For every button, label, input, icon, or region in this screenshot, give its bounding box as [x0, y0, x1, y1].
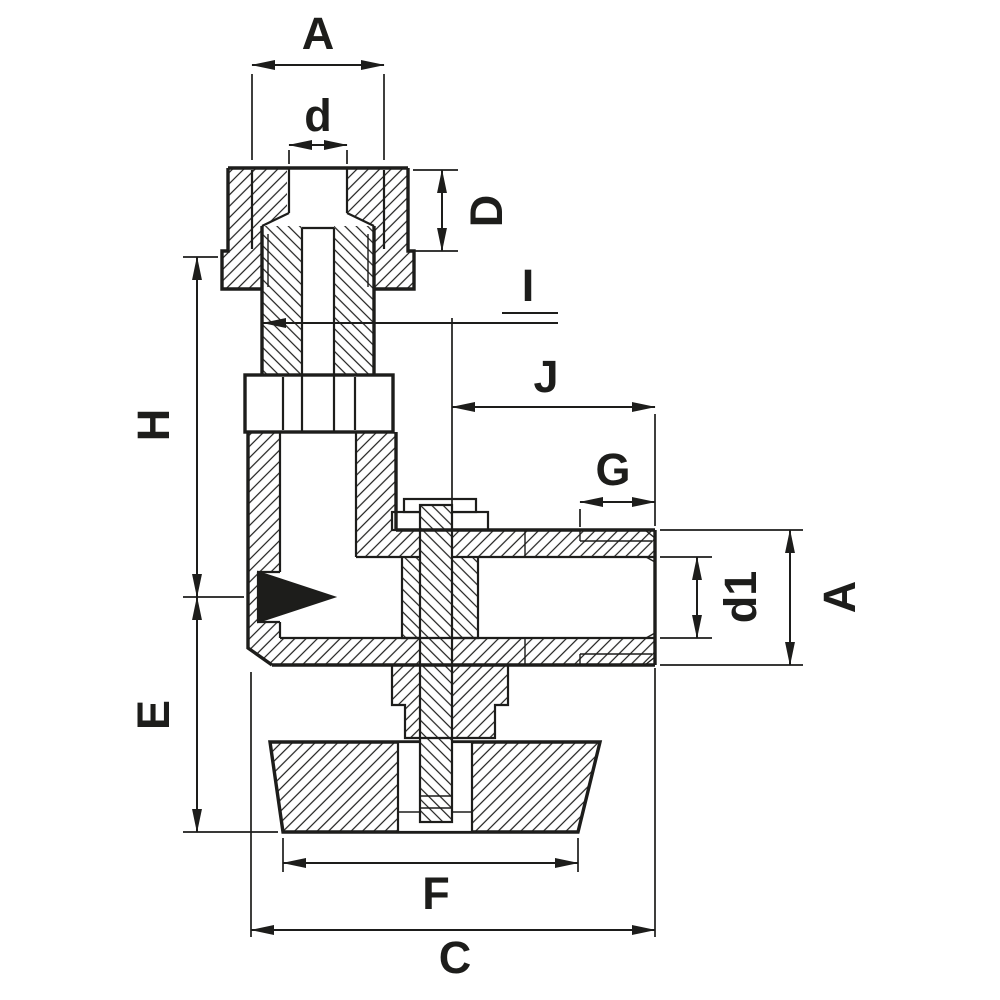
dim-label-J: J — [533, 351, 558, 402]
body-wall-bottom-section — [272, 638, 525, 665]
dim-label-H: H — [128, 409, 179, 442]
spindle-thread-details — [398, 795, 472, 813]
dim-label-A-side: A — [814, 581, 865, 614]
dim-side-width-A: A — [660, 529, 865, 666]
body-bore-lines — [256, 432, 655, 640]
stem-hex — [243, 373, 395, 434]
nut-wall-left-section — [222, 168, 287, 289]
dim-thread-length-G: G — [579, 444, 656, 527]
valve-seat-cone — [257, 570, 338, 624]
gland-section-left-lower — [405, 705, 420, 738]
stem-wall-left-section — [262, 226, 302, 375]
dim-label-I: I — [522, 260, 535, 311]
dim-side-length-J: J — [451, 318, 656, 526]
body-wall-left-section — [248, 432, 280, 665]
dim-label-A-top: A — [302, 8, 335, 59]
dim-side-bore-d1: d1 — [660, 556, 766, 639]
gland-section-right-upper — [452, 665, 508, 705]
port-thread-details — [524, 529, 656, 666]
stem-thread-lines — [267, 234, 369, 287]
dim-handwheel-width-F: F — [282, 838, 579, 919]
dim-overall-width-C: C — [250, 668, 656, 983]
dim-center-offset-I: I — [262, 260, 558, 328]
port-wall-bottom-section — [525, 638, 655, 665]
top-nut-details — [250, 168, 386, 249]
gland-outline — [390, 665, 510, 740]
dim-lower-height-E: E — [128, 596, 278, 833]
hex-facet-lines — [281, 377, 357, 430]
stem-bore-lines — [300, 226, 336, 432]
gland-section-left-upper — [392, 665, 420, 705]
dim-nut-height-D: D — [413, 169, 512, 252]
dim-upper-height-H: H — [128, 256, 244, 598]
dim-top-bore-d: d — [288, 90, 348, 164]
valve-cross-section — [222, 168, 655, 834]
dim-label-F: F — [422, 868, 450, 919]
dim-label-D: D — [461, 195, 512, 228]
dimensions: A d D I J G — [128, 8, 865, 983]
dim-label-d1: d1 — [715, 571, 766, 624]
dim-label-C: C — [439, 932, 472, 983]
valve-outlines — [220, 166, 657, 813]
stem-wall-right-section — [334, 226, 374, 375]
port-wall-top-section — [525, 530, 655, 557]
nut-wall-right-section — [347, 168, 414, 289]
stem-outline — [260, 226, 376, 375]
dim-label-E: E — [128, 700, 179, 730]
dim-label-d: d — [304, 90, 332, 141]
dim-label-G: G — [595, 444, 630, 495]
dim-top-width-A: A — [251, 8, 385, 160]
gland-section-right-lower — [452, 705, 495, 738]
